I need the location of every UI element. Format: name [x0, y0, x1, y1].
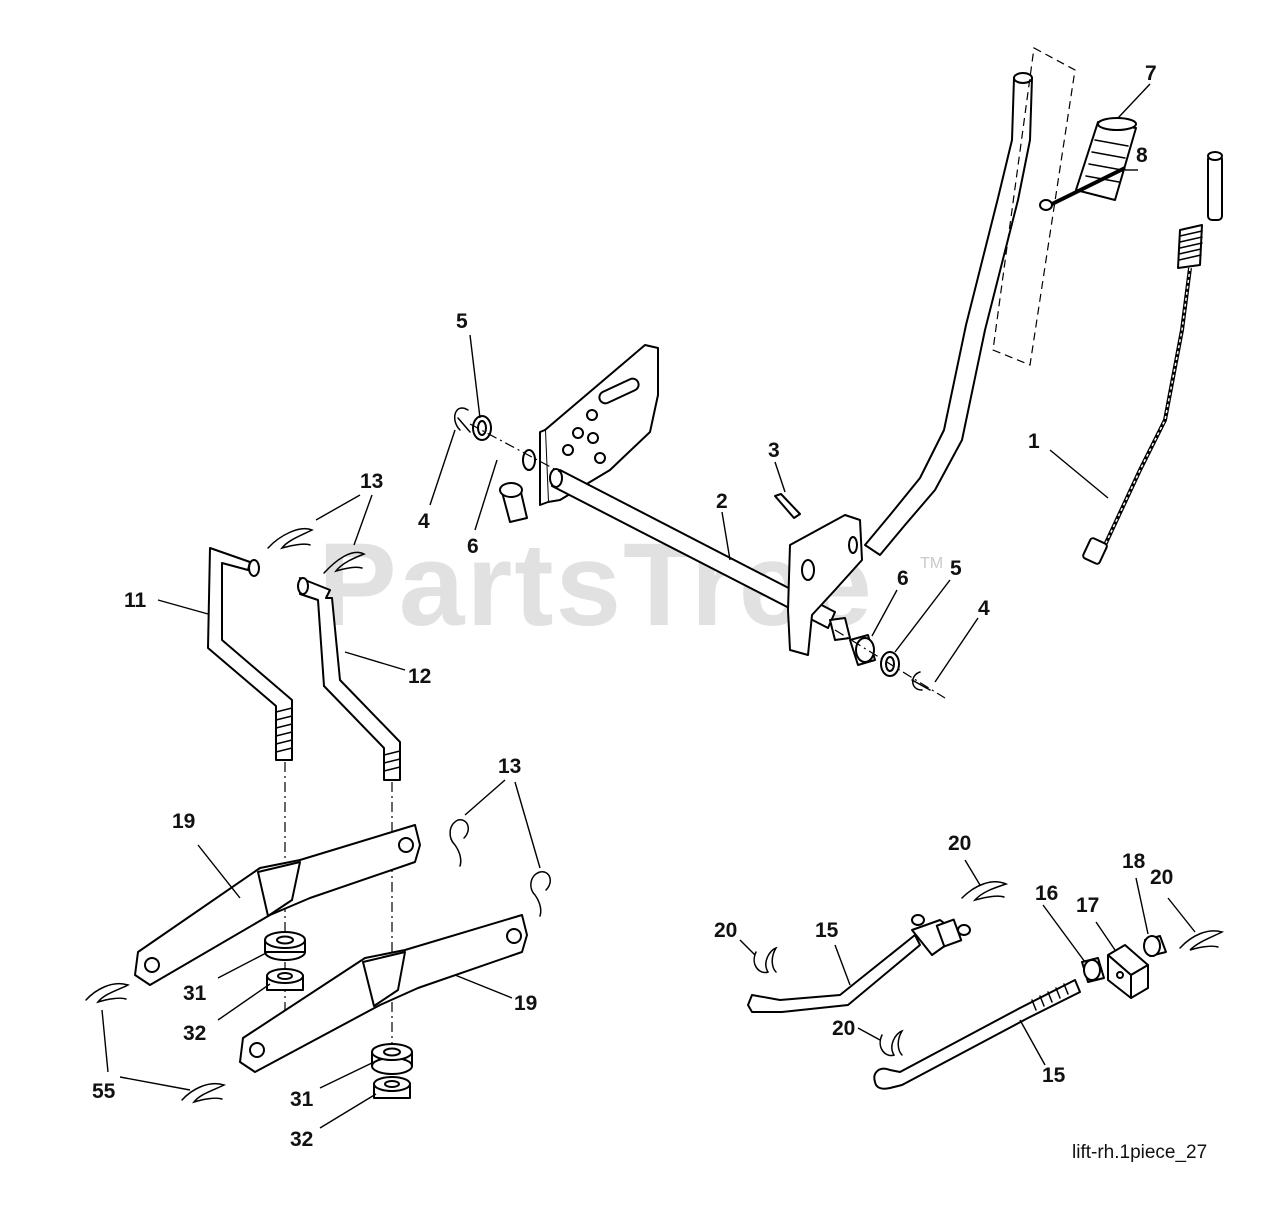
lift-arm-upper — [134, 824, 421, 986]
adjust-block-17 — [1107, 944, 1149, 999]
leader-lines — [101, 83, 1196, 1129]
callout-6-lower: 6 — [897, 567, 909, 590]
callout-7: 7 — [1145, 62, 1157, 85]
adjust-nut-18 — [1143, 935, 1167, 957]
hair-clip-lower — [449, 819, 551, 917]
callout-3: 3 — [768, 439, 780, 462]
callout-19-upper: 19 — [172, 810, 195, 833]
adjust-nut-16 — [1081, 957, 1105, 983]
lift-arm-lower — [239, 914, 528, 1073]
shaft-bracket — [787, 514, 863, 656]
roll-pin — [1039, 166, 1126, 211]
callout-20-right: 20 — [1150, 866, 1173, 889]
callout-11: 11 — [124, 589, 147, 612]
lift-shaft — [549, 468, 836, 629]
callout-13-upper: 13 — [360, 470, 383, 493]
left-shaft-hardware — [453, 407, 561, 523]
lift-link-12 — [297, 577, 401, 1090]
callout-20-lower: 20 — [832, 1017, 855, 1040]
callout-20-top: 20 — [948, 832, 971, 855]
spacer-lower — [371, 1043, 413, 1075]
adjust-rod-upper — [747, 914, 971, 1013]
mounting-plate — [539, 344, 659, 506]
callout-5-upper: 5 — [456, 310, 468, 333]
hair-clip-55 — [85, 983, 227, 1104]
callout-17: 17 — [1076, 894, 1099, 917]
callout-12: 12 — [408, 665, 431, 688]
callout-16: 16 — [1035, 882, 1058, 905]
callout-5-lower: 5 — [950, 557, 962, 580]
callout-31-lower: 31 — [290, 1088, 314, 1111]
callout-1: 1 — [1028, 430, 1040, 453]
callout-55: 55 — [92, 1080, 116, 1103]
callout-15-lower: 15 — [1042, 1064, 1066, 1087]
callout-4-upper: 4 — [418, 510, 430, 533]
callout-15-upper: 15 — [815, 919, 839, 942]
callout-8: 8 — [1136, 144, 1148, 167]
nut-lower — [373, 1076, 411, 1099]
spacer-upper — [264, 931, 306, 961]
drawing-code: lift-rh.1piece_27 — [1072, 1142, 1207, 1163]
callout-19-lower: 19 — [514, 992, 537, 1015]
nut-upper — [266, 968, 304, 991]
watermark-tm: TM — [920, 555, 943, 572]
hair-clip-upper — [267, 528, 366, 574]
hair-clip-20 — [753, 881, 1225, 1057]
callout-32-upper: 32 — [183, 1022, 206, 1045]
callout-4-lower: 4 — [978, 597, 990, 620]
lift-lever — [864, 47, 1076, 556]
callout-31-upper: 31 — [183, 982, 207, 1005]
callouts: 7 8 1 3 2 5 4 6 6 5 4 13 11 12 13 19 19 … — [92, 62, 1173, 1151]
callout-2: 2 — [716, 490, 728, 513]
callout-18: 18 — [1122, 850, 1146, 873]
right-shaft-hardware — [829, 617, 946, 699]
handle-grip — [1075, 117, 1137, 201]
adjust-rod-lower — [873, 979, 1081, 1090]
spring-rod — [1082, 151, 1223, 565]
callout-13-lower: 13 — [498, 755, 521, 778]
callout-32-lower: 32 — [290, 1128, 313, 1151]
callout-6-upper: 6 — [467, 535, 479, 558]
callout-20-left: 20 — [714, 919, 737, 942]
clevis-pin — [774, 493, 801, 519]
